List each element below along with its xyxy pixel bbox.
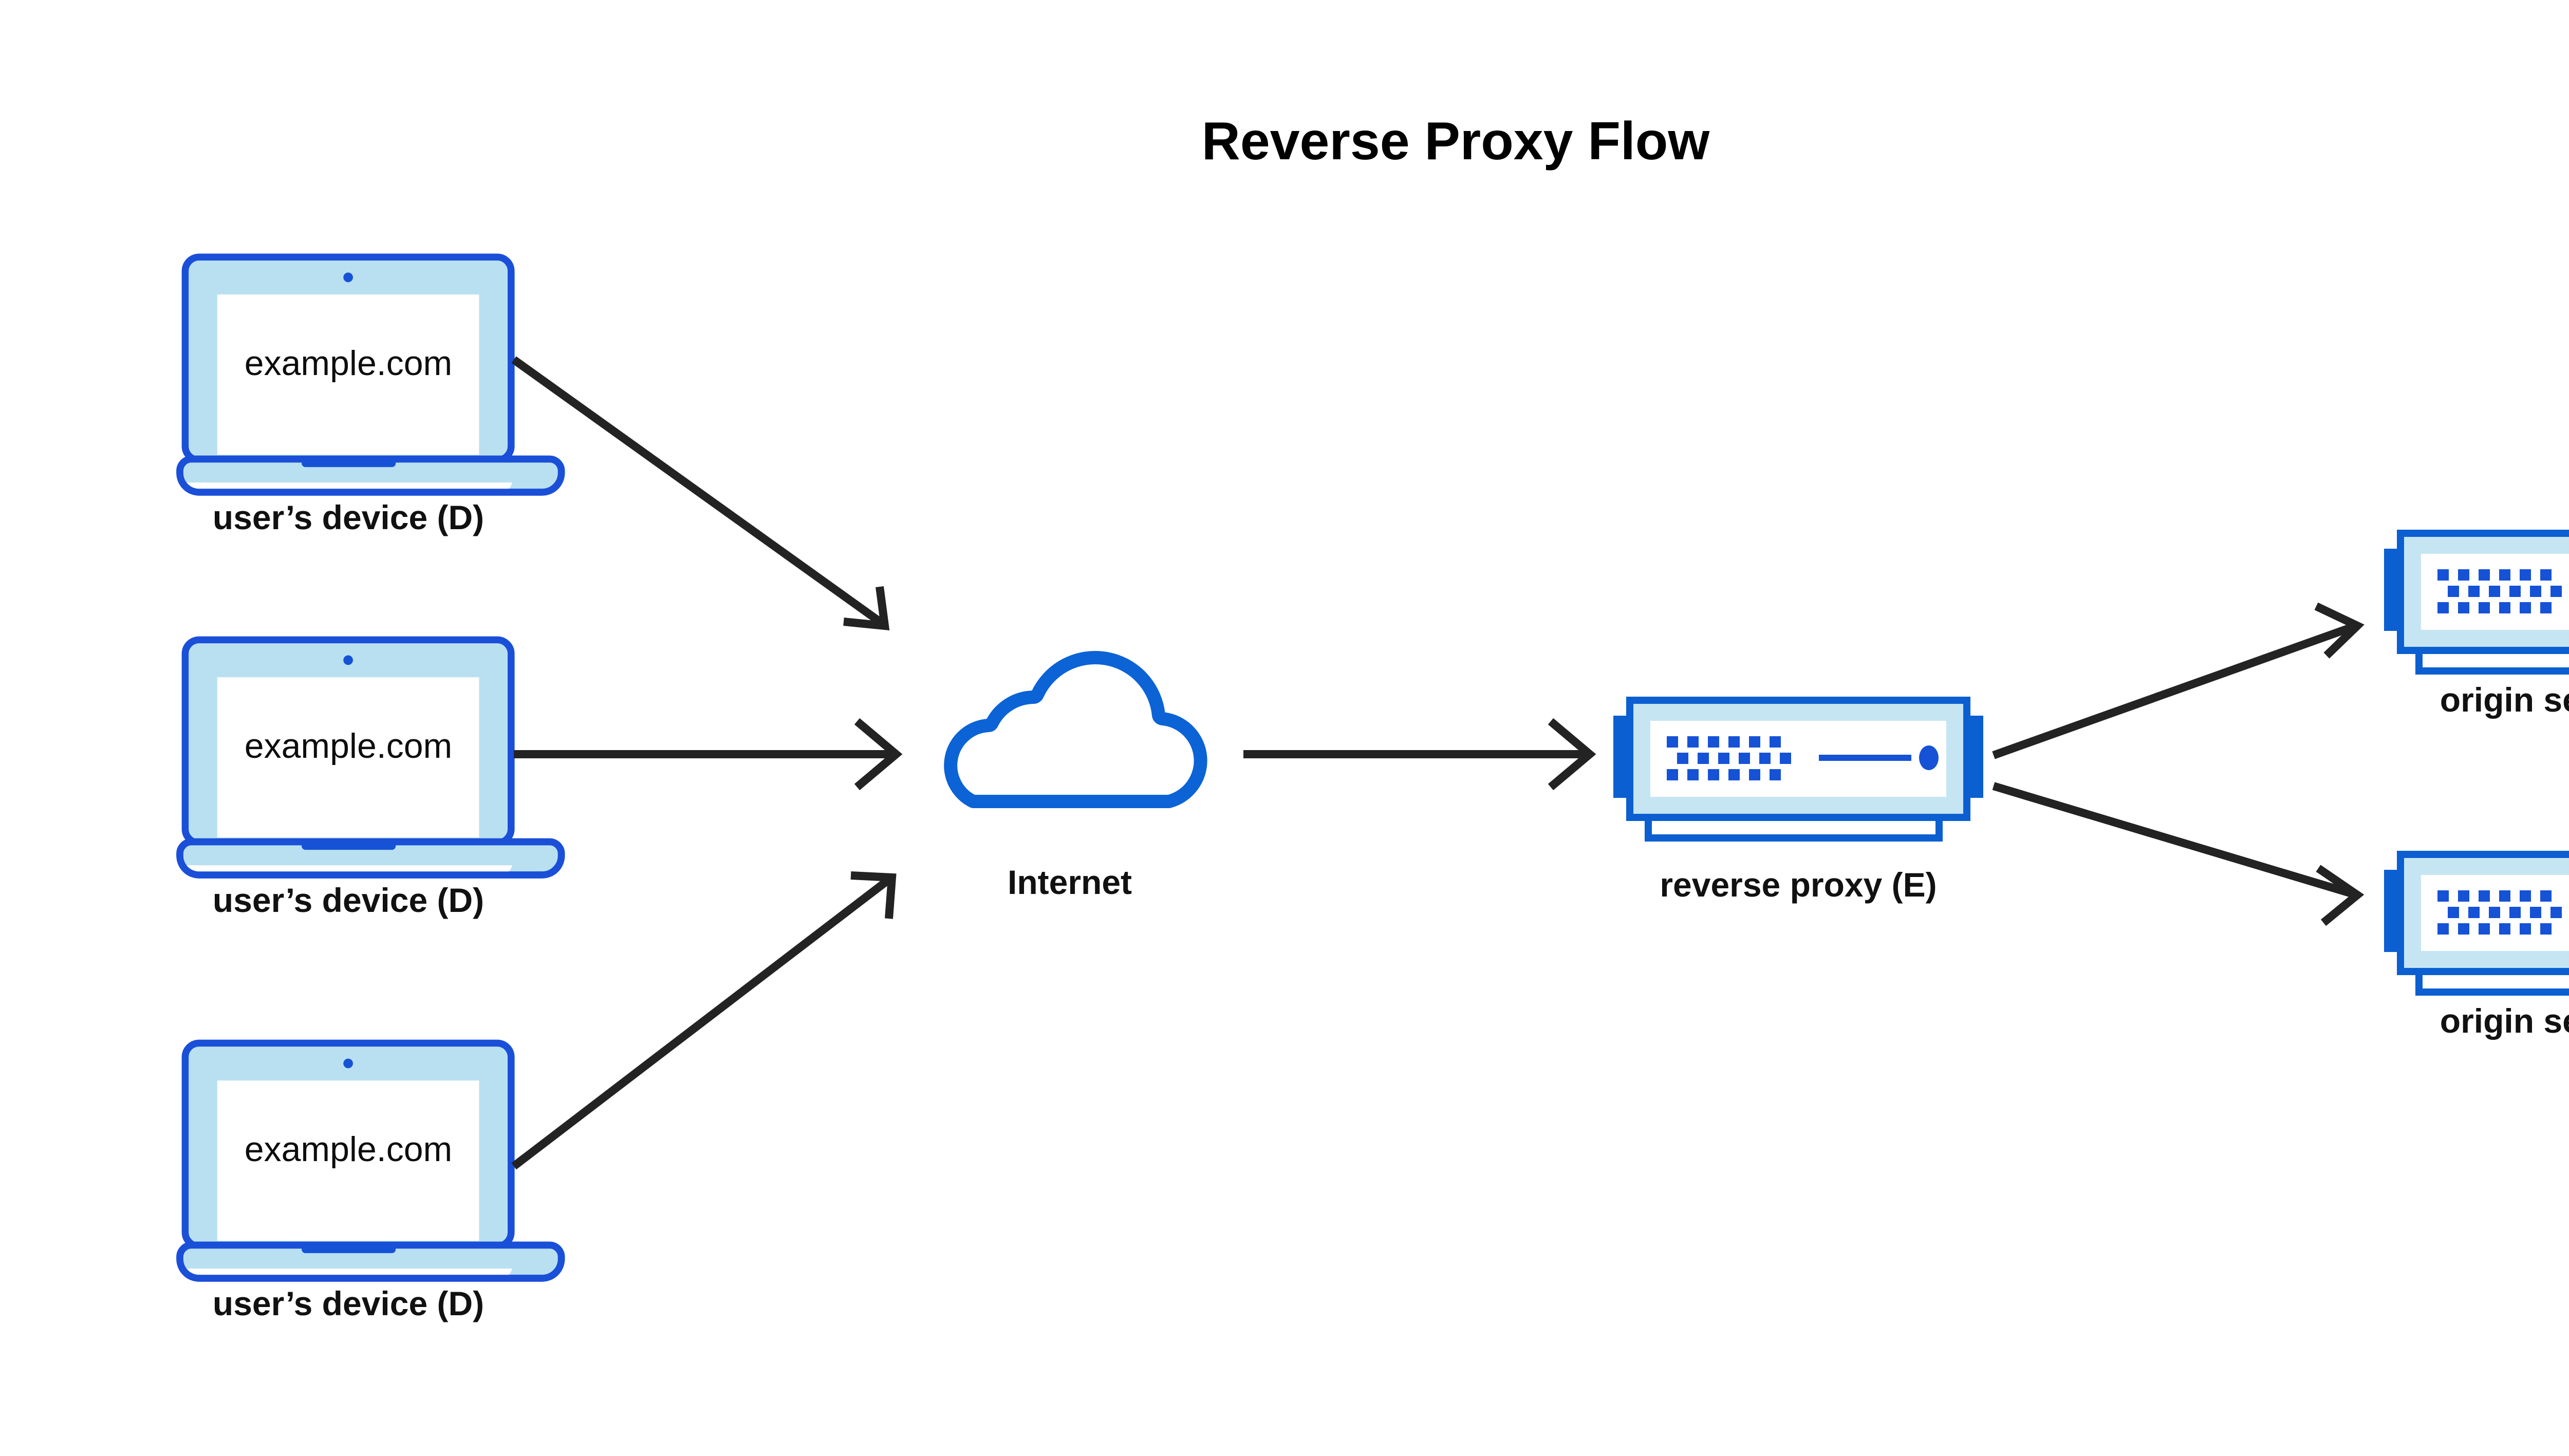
origin-server-node-2[interactable]: origin server (F) bbox=[2384, 854, 2569, 1040]
page-title: Reverse Proxy Flow bbox=[1202, 111, 1710, 171]
server-icon bbox=[2384, 533, 2569, 671]
flow-arrow-client3-to-internet bbox=[511, 871, 897, 1170]
client-caption-1: user’s device (D) bbox=[213, 498, 484, 536]
cloud-icon bbox=[951, 658, 1200, 801]
flow-arrow-client1-to-internet bbox=[511, 356, 890, 630]
client-screen-text-1: example.com bbox=[245, 344, 452, 383]
internet-node[interactable]: Internet bbox=[951, 658, 1200, 901]
flow-arrow-proxy-to-origin1 bbox=[1992, 602, 2365, 759]
client-node-3[interactable]: example.com user’s device (D) bbox=[179, 1043, 562, 1322]
server-icon bbox=[1613, 700, 1983, 838]
client-node-2[interactable]: example.com user’s device (D) bbox=[179, 640, 562, 919]
origin-server-node-1[interactable]: origin server (F) bbox=[2384, 533, 2569, 719]
server-icon bbox=[2384, 854, 2569, 992]
reverse-proxy-caption: reverse proxy (E) bbox=[1660, 866, 1937, 904]
internet-caption: Internet bbox=[1008, 863, 1132, 901]
flow-arrows bbox=[511, 356, 2365, 1170]
client-screen-text-3: example.com bbox=[245, 1130, 452, 1169]
reverse-proxy-node[interactable]: reverse proxy (E) bbox=[1613, 700, 1983, 904]
origin-server-caption-2: origin server (F) bbox=[2440, 1002, 2569, 1040]
client-node-1[interactable]: example.com user’s device (D) bbox=[179, 257, 562, 536]
origin-server-caption-1: origin server (F) bbox=[2440, 681, 2569, 719]
client-caption-3: user’s device (D) bbox=[213, 1284, 484, 1322]
flow-arrow-proxy-to-origin2 bbox=[1992, 782, 2365, 926]
flow-arrow-internet-to-proxy bbox=[1243, 718, 1596, 791]
client-caption-2: user’s device (D) bbox=[213, 881, 484, 919]
client-screen-text-2: example.com bbox=[245, 726, 452, 766]
flow-arrow-client2-to-internet bbox=[514, 718, 903, 791]
